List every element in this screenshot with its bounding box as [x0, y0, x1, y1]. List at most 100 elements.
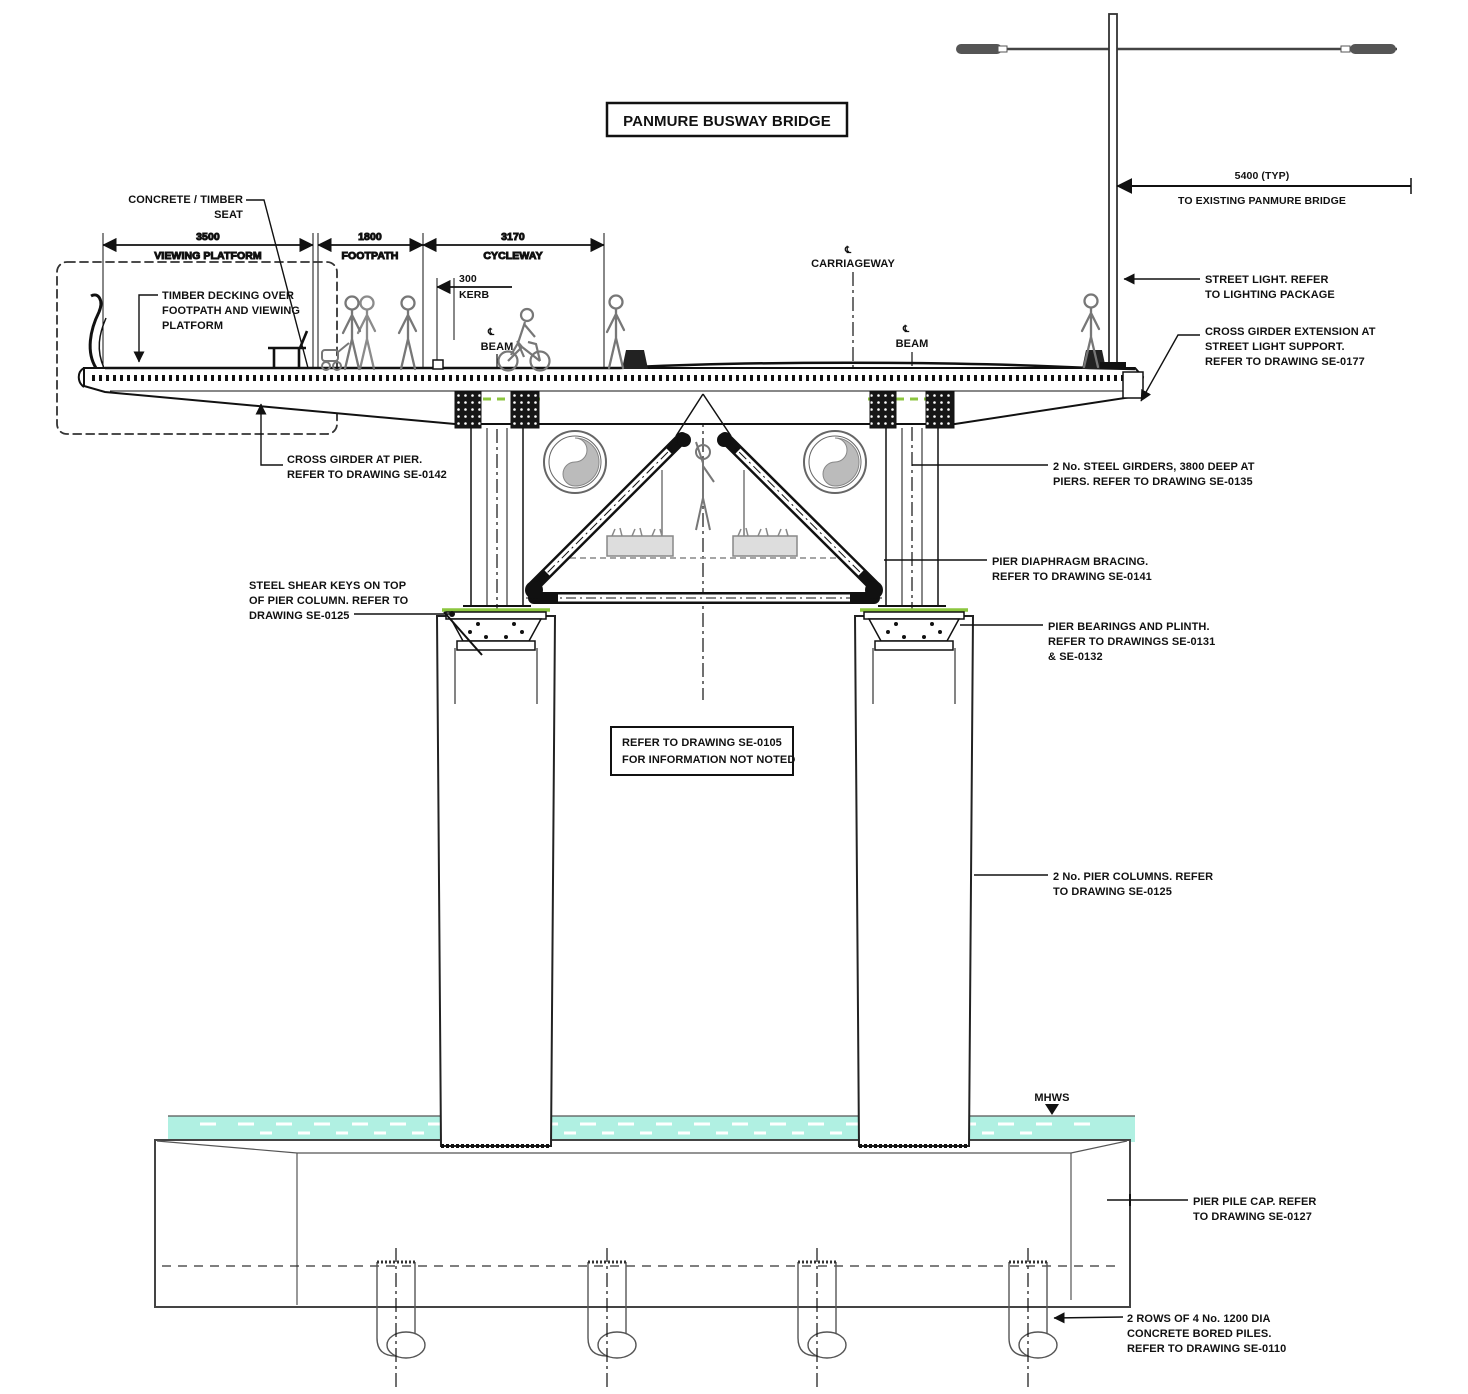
callout-steel-girders-2: PIERS. REFER TO DRAWING SE-0135 [1053, 476, 1253, 488]
pedestrian-at-median [605, 294, 626, 370]
dim-label-footpath: FOOTPATH [342, 250, 399, 262]
girder-left [454, 391, 540, 607]
leader-cross-girder-extension [1140, 334, 1200, 402]
callout-cg-extension-3: REFER TO DRAWING SE-0177 [1205, 356, 1365, 368]
callout-columns-2: TO DRAWING SE-0125 [1053, 886, 1172, 898]
callout-steel-girders-1: 2 No. STEEL GIRDERS, 3800 DEEP AT [1053, 461, 1255, 473]
callout-piles-2: CONCRETE BORED PILES. [1127, 1328, 1272, 1340]
pile-4 [1008, 1248, 1058, 1390]
centerline-symbol-carriageway: ℄ [844, 245, 852, 256]
callout-shear-keys-3: DRAWING SE-0125 [249, 610, 350, 622]
deck-surface [105, 361, 1136, 371]
deck-left-nose [77, 367, 85, 388]
pedestrian-figures [321, 293, 1101, 372]
callout-cg-extension-2: STREET LIGHT SUPPORT. [1205, 341, 1345, 353]
leader-piles [1053, 1312, 1124, 1324]
callout-cross-girder-pier-1: CROSS GIRDER AT PIER. [287, 454, 422, 466]
kerb-upstand [432, 359, 444, 370]
callout-columns-1: 2 No. PIER COLUMNS. REFER [1053, 871, 1213, 883]
carriageway-label: CARRIAGEWAY [811, 258, 895, 270]
water-level-marker: MHWS [1034, 1092, 1070, 1115]
leader-cross-girder-pier [255, 403, 283, 466]
luminaire-joint-left [997, 45, 1008, 53]
planter-boxes [560, 527, 850, 559]
callout-pile-cap-1: PIER PILE CAP. REFER [1193, 1196, 1316, 1208]
centerlines [496, 272, 913, 700]
dim-value-3500: 3500 [196, 231, 220, 243]
dim-value-300: 300 [459, 273, 477, 285]
light-pole-base [1100, 362, 1126, 369]
cyclist [497, 307, 551, 372]
platform-edge-rail [88, 293, 103, 369]
pile-3 [797, 1248, 847, 1390]
street-light-pole [1108, 13, 1118, 373]
street-light [956, 13, 1397, 373]
deck-slab [83, 367, 1145, 425]
leader-timber-decking [133, 294, 158, 363]
dimension-chain: 3500 VIEWING PLATFORM 1800 FOOTPATH 3170… [102, 231, 605, 368]
callout-texts: CONCRETE / TIMBER SEAT TIMBER DECKING OV… [128, 194, 1375, 1355]
median-barrier [622, 350, 648, 369]
callout-bearings-2: REFER TO DRAWINGS SE-0131 [1048, 636, 1215, 648]
page-title: PANMURE BUSWAY BRIDGE [623, 113, 831, 130]
dim-value-1800: 1800 [358, 231, 382, 243]
beam-right-label: BEAM [896, 338, 929, 350]
pile-2 [587, 1248, 637, 1390]
callout-pile-cap-2: TO DRAWING SE-0127 [1193, 1211, 1312, 1223]
pile-cap [154, 1139, 1131, 1308]
callout-seat-1: CONCRETE / TIMBER [128, 194, 243, 206]
cross-girder-extension-stub [1122, 371, 1144, 399]
luminaire-joint-right [1340, 45, 1351, 53]
mhws-label: MHWS [1034, 1092, 1069, 1104]
callout-timber-decking-1: TIMBER DECKING OVER [162, 290, 294, 302]
note-box: REFER TO DRAWING SE-0105 FOR INFORMATION… [610, 726, 795, 776]
callout-piles-3: REFER TO DRAWING SE-0110 [1127, 1343, 1286, 1355]
pedestrian-standing [397, 295, 418, 371]
callout-shear-keys-1: STEEL SHEAR KEYS ON TOP [249, 580, 406, 592]
leader-seat [246, 199, 309, 369]
water [168, 1115, 1135, 1142]
koru-circle-right [803, 430, 867, 494]
dim-existing-bridge: 5400 (TYP) TO EXISTING PANMURE BRIDGE [1116, 170, 1412, 207]
title-box [605, 101, 849, 138]
note-line-1: REFER TO DRAWING SE-0105 [622, 737, 782, 749]
callout-seat-2: SEAT [214, 209, 243, 221]
callout-diaphragm-1: PIER DIAPHRAGM BRACING. [992, 556, 1148, 568]
girder-right [869, 391, 955, 607]
water-level-triangle-icon [1045, 1104, 1059, 1115]
bearing-left [442, 608, 550, 656]
beam-left-label: BEAM [481, 341, 514, 353]
callout-timber-decking-2: FOOTPATH AND VIEWING [162, 305, 300, 317]
child-figure [356, 295, 377, 371]
callout-street-light-1: STREET LIGHT. REFER [1205, 274, 1329, 286]
callout-timber-decking-3: PLATFORM [162, 320, 223, 332]
pile-1 [376, 1248, 426, 1390]
dim-value-3170: 3170 [501, 231, 525, 243]
dim-label-kerb: KERB [459, 289, 489, 301]
dim-kerb: 300 KERB [436, 273, 512, 360]
spiral-motifs [543, 430, 867, 494]
note-line-2: FOR INFORMATION NOT NOTED [622, 754, 795, 766]
viewing-platform-cloud [56, 261, 338, 435]
centerline-symbol-beam-right: ℄ [902, 324, 910, 335]
pier-bearings [442, 608, 968, 656]
callout-street-light-2: TO LIGHTING PACKAGE [1205, 289, 1335, 301]
callout-bearings-1: PIER BEARINGS AND PLINTH. [1048, 621, 1210, 633]
leader-lines [133, 199, 1200, 1324]
callout-diaphragm-2: REFER TO DRAWING SE-0141 [992, 571, 1152, 583]
title-block: PANMURE BUSWAY BRIDGE [605, 101, 849, 138]
platform-edge-rail-inner [98, 317, 107, 369]
callout-piles-1: 2 ROWS OF 4 No. 1200 DIA [1127, 1313, 1271, 1325]
pier-columns [435, 615, 975, 1148]
dim-label-existing: TO EXISTING PANMURE BRIDGE [1178, 195, 1346, 207]
callout-bearings-3: & SE-0132 [1048, 651, 1103, 663]
dim-label-viewing-platform: VIEWING PLATFORM [154, 250, 262, 262]
pram [321, 342, 350, 371]
pier-diaphragm-bracing [525, 393, 883, 604]
bored-piles [376, 1248, 1058, 1390]
koru-circle-left [543, 430, 607, 494]
callout-shear-keys-2: OF PIER COLUMN. REFER TO [249, 595, 409, 607]
centerline-symbol-beam-left: ℄ [487, 327, 495, 338]
